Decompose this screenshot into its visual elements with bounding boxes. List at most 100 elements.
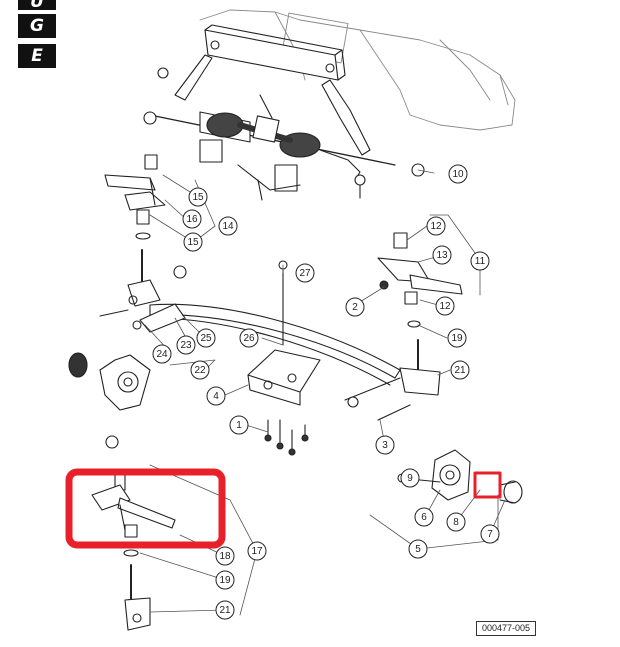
callout-circle: [447, 328, 467, 348]
callout-label: 15: [187, 237, 199, 248]
callout-circle: [446, 512, 466, 532]
callout-label: 19: [219, 575, 231, 586]
callout-group: 1234567891011121213141515161718191921212…: [152, 164, 500, 620]
highlight-box-spindle: [65, 468, 226, 549]
callout-c2: 2: [345, 297, 365, 317]
callout-label: 21: [219, 605, 231, 616]
callout-c15b: 15: [183, 232, 203, 252]
callout-circle: [215, 570, 235, 590]
callout-label: 11: [475, 256, 486, 267]
spring-clamp-plate: [247, 260, 321, 406]
callout-c13: 13: [432, 245, 452, 265]
callout-c27: 27: [295, 263, 315, 283]
callout-label: 1: [236, 420, 242, 431]
callout-label: 6: [421, 512, 427, 523]
right-wheel-hub: [397, 449, 523, 504]
callout-c10: 10: [448, 164, 468, 184]
upper-crossmember: [174, 24, 371, 156]
callout-circle: [432, 245, 452, 265]
callout-circle: [435, 296, 455, 316]
callout-c4: 4: [206, 386, 226, 406]
callout-c25: 25: [196, 328, 216, 348]
drawing-part-number: 000477-005: [476, 621, 536, 636]
callout-circle: [375, 435, 395, 455]
callout-c9: 9: [400, 468, 420, 488]
callout-circle: [408, 539, 428, 559]
callout-label: 10: [452, 169, 464, 180]
callout-label: 4: [213, 391, 219, 402]
callout-c26: 26: [239, 328, 259, 348]
lower-left-spindle: [91, 435, 176, 631]
callout-circle: [470, 251, 490, 271]
callout-label: 25: [200, 333, 212, 344]
callout-c19a: 19: [447, 328, 467, 348]
callout-circle: [450, 360, 470, 380]
callout-circle: [215, 600, 235, 620]
callout-label: 26: [243, 333, 255, 344]
callout-circle: [239, 328, 259, 348]
callout-circle: [229, 415, 249, 435]
callout-circle: [480, 524, 500, 544]
callout-c24: 24: [152, 344, 172, 364]
callout-label: 27: [299, 268, 311, 279]
callout-label: 7: [487, 529, 493, 540]
mounting-bolts: [264, 419, 309, 456]
section-tab-g: G: [18, 14, 56, 38]
callout-label: 21: [454, 365, 466, 376]
callout-c6: 6: [414, 507, 434, 527]
callout-label: 3: [382, 440, 388, 451]
callout-label: 23: [180, 340, 192, 351]
callout-label: 14: [222, 221, 234, 232]
callout-label: 24: [156, 349, 168, 360]
callout-c7: 7: [480, 524, 500, 544]
steering-rack: [143, 67, 425, 201]
callout-circle: [247, 541, 267, 561]
callout-c19b: 19: [215, 570, 235, 590]
callout-c16: 16: [182, 209, 202, 229]
right-upper-spindle: [377, 232, 463, 421]
callout-c11: 11: [470, 251, 490, 271]
callout-c3: 3: [375, 435, 395, 455]
callout-label: 15: [192, 192, 204, 203]
callout-circle: [400, 468, 420, 488]
callout-c12a: 12: [426, 216, 446, 236]
callout-circle: [206, 386, 226, 406]
callout-circle: [345, 297, 365, 317]
callout-label: 12: [430, 221, 442, 232]
callout-c21a: 21: [450, 360, 470, 380]
callout-label: 22: [194, 365, 206, 376]
callout-label: 18: [219, 551, 231, 562]
callout-c12b: 12: [435, 296, 455, 316]
section-tab-e: E: [18, 44, 56, 68]
callout-circle: [295, 263, 315, 283]
callout-label: 13: [436, 250, 448, 261]
callout-circle: [448, 164, 468, 184]
callout-c14: 14: [218, 216, 238, 236]
left-upper-spindle: [99, 154, 187, 317]
callout-c22: 22: [190, 360, 210, 380]
callout-circle: [426, 216, 446, 236]
callout-label: 12: [439, 301, 451, 312]
callout-circle: [182, 209, 202, 229]
callout-c15a: 15: [188, 187, 208, 207]
callout-circle: [183, 232, 203, 252]
section-tab-u: U: [18, 0, 56, 11]
callout-circle: [176, 335, 196, 355]
callout-label: 8: [453, 517, 459, 528]
callout-circle: [196, 328, 216, 348]
callout-circle: [215, 546, 235, 566]
callout-label: 2: [352, 302, 358, 313]
callout-c8: 8: [446, 512, 466, 532]
callout-c1: 1: [229, 415, 249, 435]
callout-c21b: 21: [215, 600, 235, 620]
callout-c5: 5: [408, 539, 428, 559]
callout-label: 5: [415, 544, 421, 555]
left-wheel-hub: [68, 352, 151, 411]
callout-label: 16: [186, 214, 198, 225]
callout-c17: 17: [247, 541, 267, 561]
callout-label: 9: [407, 473, 413, 484]
highlight-box-hub-nut: [473, 471, 502, 499]
callout-circle: [414, 507, 434, 527]
